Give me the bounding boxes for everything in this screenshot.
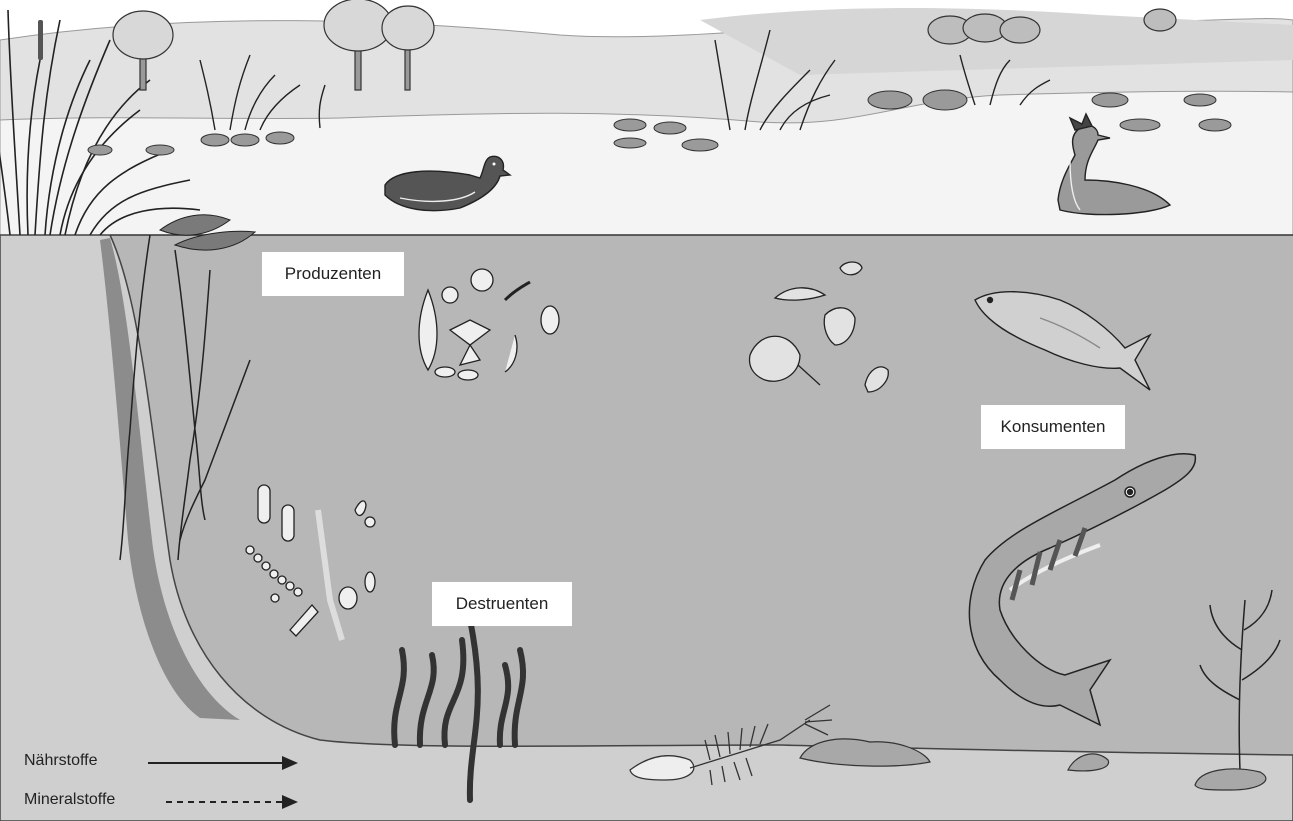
decomposers-label: Destruenten	[432, 582, 572, 626]
decomposers-label-text: Destruenten	[456, 594, 549, 614]
consumers-label-text: Konsumenten	[1001, 417, 1106, 437]
legend-nutrients: Nährstoffe	[24, 752, 98, 770]
legend-nutrients-text: Nährstoffe	[24, 752, 98, 770]
cattail	[38, 20, 43, 60]
legend-minerals-text: Mineralstoffe	[24, 791, 115, 809]
consumers-label: Konsumenten	[981, 405, 1125, 449]
producers-label-text: Produzenten	[285, 264, 381, 284]
producers-label: Produzenten	[262, 252, 404, 296]
legend-minerals: Mineralstoffe	[24, 791, 115, 809]
